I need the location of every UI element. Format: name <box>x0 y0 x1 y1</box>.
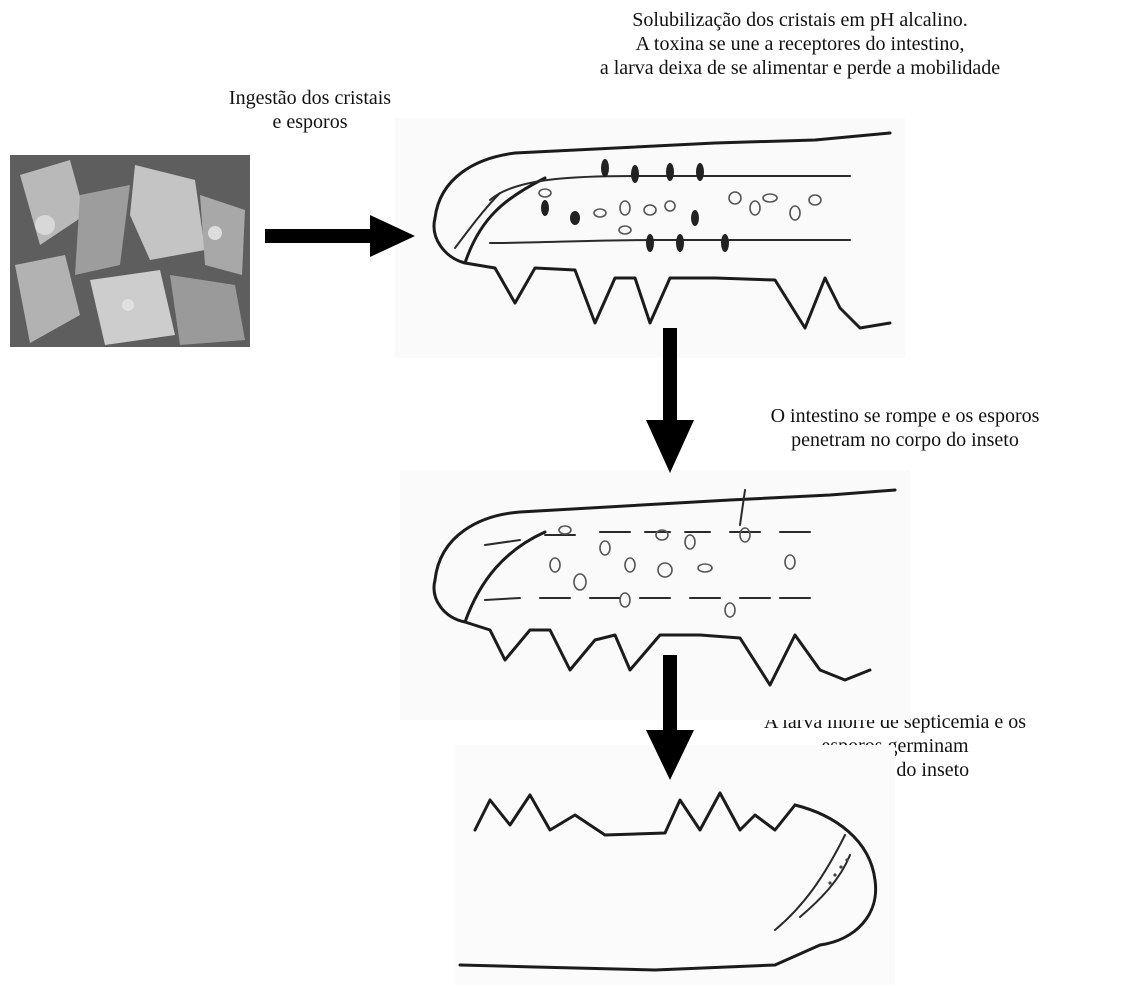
larva-stage-1 <box>395 118 905 358</box>
larva-stage-3-drawing <box>455 745 895 985</box>
larva-stage-1-drawing <box>395 118 905 358</box>
arrow-down-icon <box>646 655 694 780</box>
label-intestine-rupture-line-1: O intestino se rompe e os esporos <box>690 404 1120 428</box>
label-solubilization: Solubilização dos cristais em pH alcalin… <box>480 8 1120 80</box>
label-ingestion-line-1: Ingestão dos cristais <box>150 86 470 110</box>
label-solubilization-line-3: a larva deixa de se alimentar e perde a … <box>480 56 1120 80</box>
arrow-right-icon <box>265 215 415 259</box>
label-solubilization-line-2: A toxina se une a receptores do intestin… <box>480 32 1120 56</box>
crystals-micrograph <box>10 155 250 347</box>
arrow-down-icon <box>646 328 694 473</box>
larva-stage-3 <box>455 745 895 985</box>
label-intestine-rupture-line-2: penetram no corpo do inseto <box>690 428 1120 452</box>
crystals-micrograph-drawing <box>10 155 250 347</box>
label-intestine-rupture: O intestino se rompe e os esporos penetr… <box>690 404 1120 452</box>
label-solubilization-line-1: Solubilização dos cristais em pH alcalin… <box>480 8 1120 32</box>
